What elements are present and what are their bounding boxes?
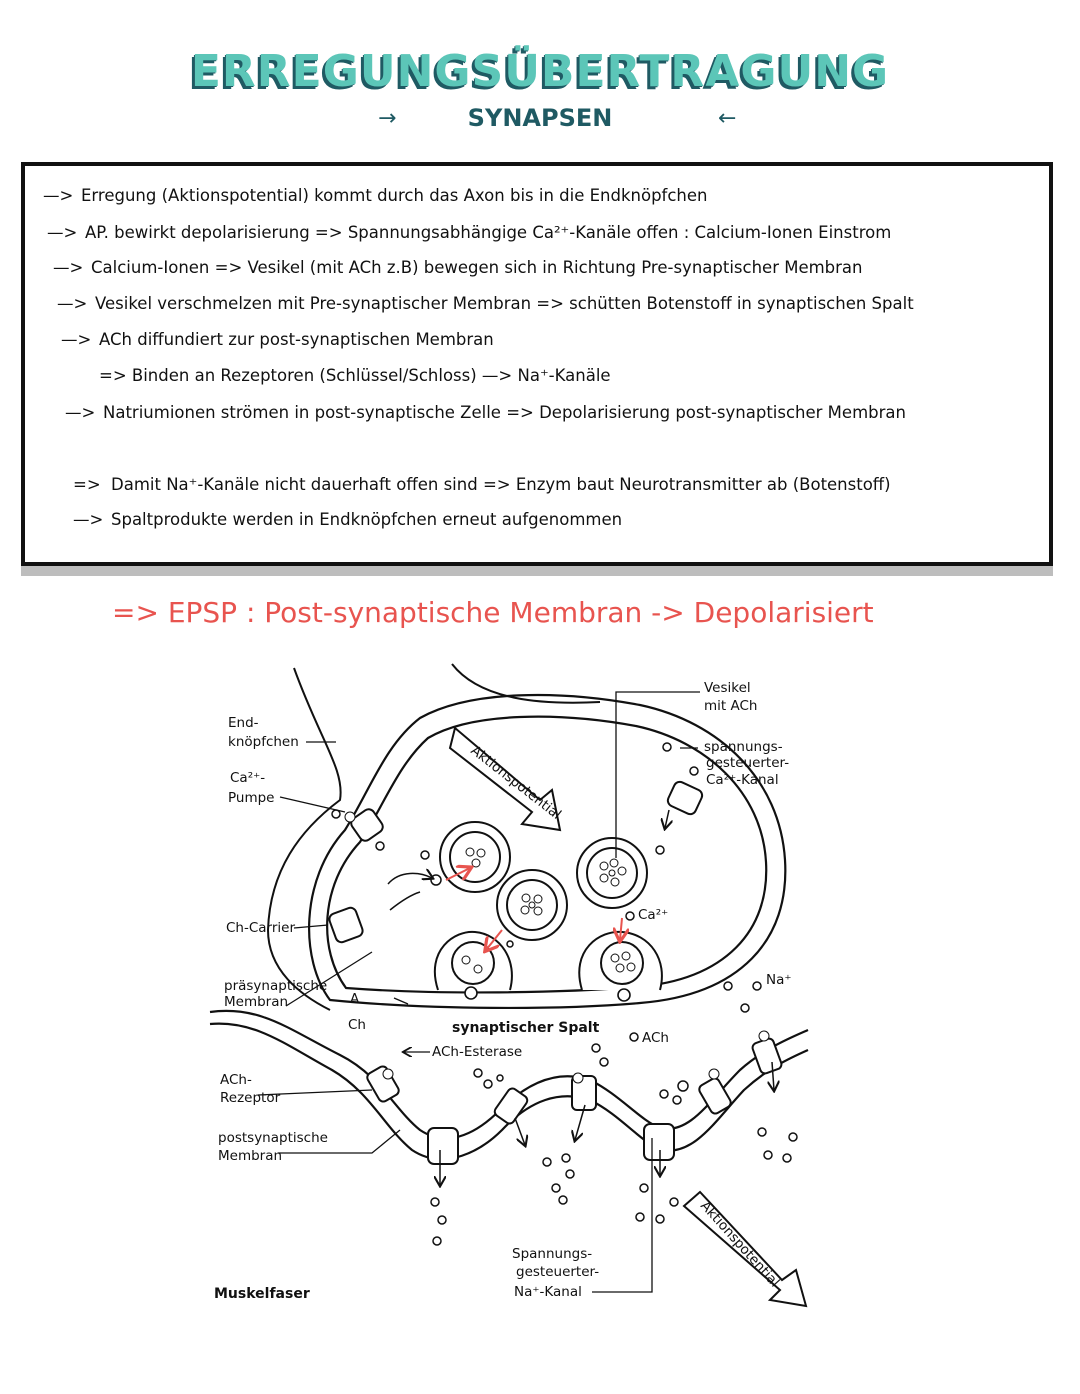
action-potential-arrow-bottom: Aktionspotential	[682, 1190, 808, 1308]
calcium-trigger-arrow	[486, 929, 503, 950]
note-arrow: —>	[61, 330, 92, 349]
label-ch-carrier: Ch-Carrier	[226, 920, 295, 936]
ap-bottom-label: Aktionspotential	[697, 1198, 782, 1290]
label-postsynaptisch-2: Membran	[218, 1148, 282, 1164]
note-arrow: —>	[57, 294, 88, 313]
label-ca-kanal-3: Ca²⁺-Kanal	[706, 772, 779, 788]
label-na-ion: Na⁺	[766, 972, 792, 988]
subtitle-row: → SYNAPSEN ←	[0, 104, 1080, 140]
note-text: Natriumionen strömen in post-synaptische…	[103, 403, 906, 422]
note-line: —> Vesikel verschmelzen mit Pre-synaptisc…	[57, 294, 914, 313]
label-na-kanal-2: gesteuerter-	[516, 1264, 599, 1280]
note-line: —> Calcium-Ionen => Vesikel (mit ACh z.B)…	[53, 258, 863, 277]
leader-lines	[257, 691, 700, 1293]
label-ca-pumpe-1: Ca²⁺-	[230, 770, 265, 786]
note-line: —> ACh diffundiert zur post-synaptischen …	[61, 330, 494, 349]
note-text: AP. bewirkt depolarisierung => Spannungs…	[85, 223, 892, 242]
ap-top-label: Aktionspotential	[468, 743, 565, 823]
postsynaptic-membrane-bottom	[209, 1022, 809, 1161]
action-potential-arrow-top: Aktionspotential	[448, 726, 565, 832]
note-arrow: —>	[53, 258, 84, 277]
label-a: A	[350, 991, 360, 1007]
note-arrow: —>	[73, 510, 104, 529]
ach-receptor	[366, 1065, 400, 1103]
ion-dots	[331, 742, 762, 1013]
label-na-kanal-3: Na⁺-Kanal	[514, 1284, 582, 1300]
notes-box: —>Erregung (Aktionspotential) kommt durc…	[21, 162, 1053, 566]
note-arrow: —>	[65, 403, 96, 422]
ach-receptor	[571, 1072, 597, 1111]
calcium-trigger-arrow	[620, 917, 622, 940]
ach-receptor	[751, 1030, 783, 1075]
label-endknoepfchen-1: End-	[228, 715, 259, 731]
note-line: => Damit Na⁺-Kanäle nicht dauerhaft offen…	[73, 475, 891, 494]
note-text: Damit Na⁺-Kanäle nicht dauerhaft offen s…	[111, 475, 891, 494]
note-line: => Binden an Rezeptoren (Schlüssel/Schlo…	[99, 366, 611, 385]
note-arrow: —>	[43, 186, 74, 205]
page-title: ERREGUNGSÜBERTRAGUNG	[190, 46, 890, 97]
calcium-pump	[344, 808, 384, 842]
note-text: => Binden an Rezeptoren (Schlüssel/Schlo…	[99, 366, 611, 385]
calcium-channel	[666, 780, 704, 816]
label-ca-kanal-1: spannungs-	[704, 739, 783, 755]
note-text: Calcium-Ionen => Vesikel (mit ACh z.B) b…	[91, 258, 863, 277]
vesicle	[439, 821, 511, 893]
label-endknoepfchen-2: knöpfchen	[228, 734, 299, 750]
epsp-heading: => EPSP : Post-synaptische Membran -> De…	[112, 596, 874, 629]
ach-receptor	[493, 1087, 529, 1125]
note-line: —> Natriumionen strömen in post-synaptisc…	[65, 403, 906, 422]
ca-influx-arrow	[665, 809, 669, 828]
choline-carrier	[328, 906, 364, 944]
label-praesynaptisch-1: präsynaptische	[224, 978, 327, 994]
note-text: Vesikel verschmelzen mit Pre-synaptische…	[95, 294, 914, 313]
vesicle-with-ach	[576, 837, 648, 909]
label-ach-esterase: ACh-Esterase	[432, 1044, 522, 1060]
note-line: —> AP. bewirkt depolarisierung => Spannun…	[47, 223, 891, 242]
bouton-outer-membrane	[308, 693, 787, 1010]
ach-receptor	[698, 1068, 732, 1115]
label-ca-ion: Ca²⁺	[638, 907, 668, 923]
label-na-kanal-1: Spannungs-	[512, 1246, 592, 1262]
label-ca-pumpe-2: Pumpe	[228, 790, 275, 806]
na-channel	[643, 1123, 675, 1161]
label-ach-rezeptor-1: ACh-	[220, 1072, 252, 1088]
vesicle	[496, 869, 568, 941]
label-praesynaptisch-2: Membran	[224, 994, 288, 1010]
note-line: —> Erregung (Aktionspotential) kommt durc…	[43, 186, 708, 205]
note-text: ACh diffundiert zur post-synaptischen Me…	[99, 330, 494, 349]
note-line: —> Spaltprodukte werden in Endknöpfchen e…	[73, 510, 622, 529]
axon-outline-left	[266, 667, 342, 1011]
carrier-arrow	[389, 891, 421, 911]
carrier-arrow	[387, 873, 432, 885]
note-text: Spaltprodukte werden in Endknöpfchen ern…	[111, 510, 623, 529]
label-vesikel-1: Vesikel	[704, 680, 751, 696]
label-ch: Ch	[348, 1017, 366, 1033]
bouton-inner-membrane	[326, 715, 768, 994]
axon-outline-right	[451, 663, 601, 704]
note-arrow: =>	[73, 475, 101, 494]
arrow-right-icon: →	[378, 106, 397, 131]
label-muskelfaser: Muskelfaser	[214, 1286, 310, 1302]
na-channel	[427, 1127, 459, 1165]
note-arrow: —>	[47, 223, 78, 242]
note-text: Erregung (Aktionspotential) kommt durch …	[81, 186, 708, 205]
label-synaptischer-spalt: synaptischer Spalt	[452, 1020, 600, 1036]
arrow-left-icon: ←	[718, 106, 737, 131]
label-postsynaptisch-1: postsynaptische	[218, 1130, 328, 1146]
label-vesikel-2: mit ACh	[704, 698, 757, 714]
ion-dots-cleft	[430, 1043, 798, 1246]
calcium-trigger-arrow	[445, 868, 470, 881]
label-ach-rezeptor-2: Rezeptor	[220, 1090, 281, 1106]
fusing-vesicle	[433, 930, 513, 1000]
na-influx-arrows	[440, 1061, 774, 1185]
label-ach: ACh	[642, 1030, 669, 1046]
page-subtitle: SYNAPSEN	[467, 104, 613, 132]
label-ca-kanal-2: gesteuerter-	[706, 755, 789, 771]
